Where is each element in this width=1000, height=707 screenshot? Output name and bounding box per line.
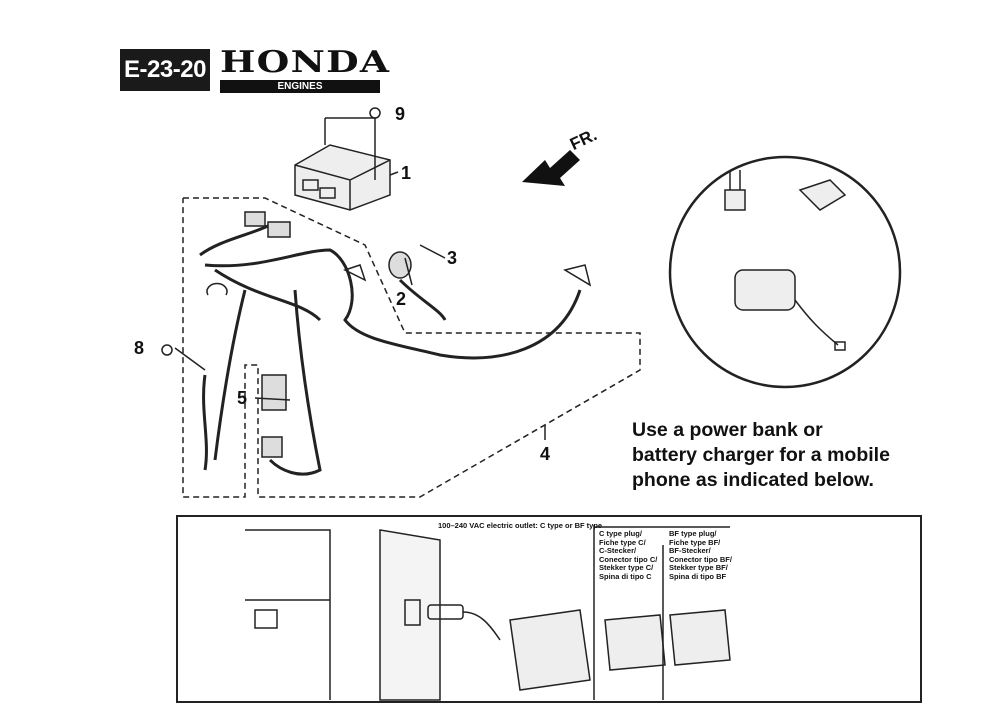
note-line: battery charger for a mobile [632,444,890,466]
label-line: Spina di tipo BF [669,571,727,581]
callout-8: 8 [134,338,145,358]
relay-5 [261,374,287,411]
callout-1: 1 [401,163,412,183]
control-unit-illustration [294,144,391,211]
bolt-8 [161,344,173,356]
label-line: Fiche type BF/ [669,537,721,547]
label-line: C-Stecker/ [599,546,637,555]
charger-inset-circle [668,155,902,389]
label-line: BF-Stecker/ [669,546,711,555]
brand-sub: ENGINES [220,80,380,93]
charging-instruction-panel [176,515,922,703]
bolt-9 [369,107,381,119]
note-line: Use a power bank or [632,419,823,441]
label-line: Conector tipo C/ [599,554,658,564]
diagram-code-badge: E-23-20 [120,49,210,91]
grommet-2 [388,251,412,279]
outlet-label: 100–240 VAC electric outlet: C type or B… [438,521,603,530]
bf-type-plug-label: BF type plug/ Fiche type BF/ BF-Stecker/… [669,529,732,581]
label-line: Spina di tipo C [599,571,652,581]
callout-4: 4 [540,444,551,464]
label-line: BF type plug/ [669,529,717,538]
label-line: Stekker type BF/ [669,563,728,572]
brand-name: HONDA [220,45,391,80]
label-line: C type plug/ [599,529,642,538]
wire-harness-illustration [199,223,582,476]
callout-5: 5 [237,388,248,408]
label-line: Conector tipo BF/ [669,554,732,564]
honda-engines-logo: HONDA ENGINES [220,48,389,93]
c-type-plug-label: C type plug/ Fiche type C/ C-Stecker/ Co… [599,529,658,581]
callout-3: 3 [447,248,458,268]
front-direction-arrow [522,150,580,186]
usb-connection-illustration [245,525,731,701]
instruction-note: Use a power bank or battery charger for … [632,418,932,493]
label-line: Fiche type C/ [599,537,646,547]
callout-2: 2 [396,289,407,309]
note-line: phone as indicated below. [632,469,874,491]
callout-9: 9 [395,104,406,124]
assembly-outline [182,197,641,498]
label-line: Stekker type C/ [599,563,654,572]
charger-illustration [734,269,796,311]
